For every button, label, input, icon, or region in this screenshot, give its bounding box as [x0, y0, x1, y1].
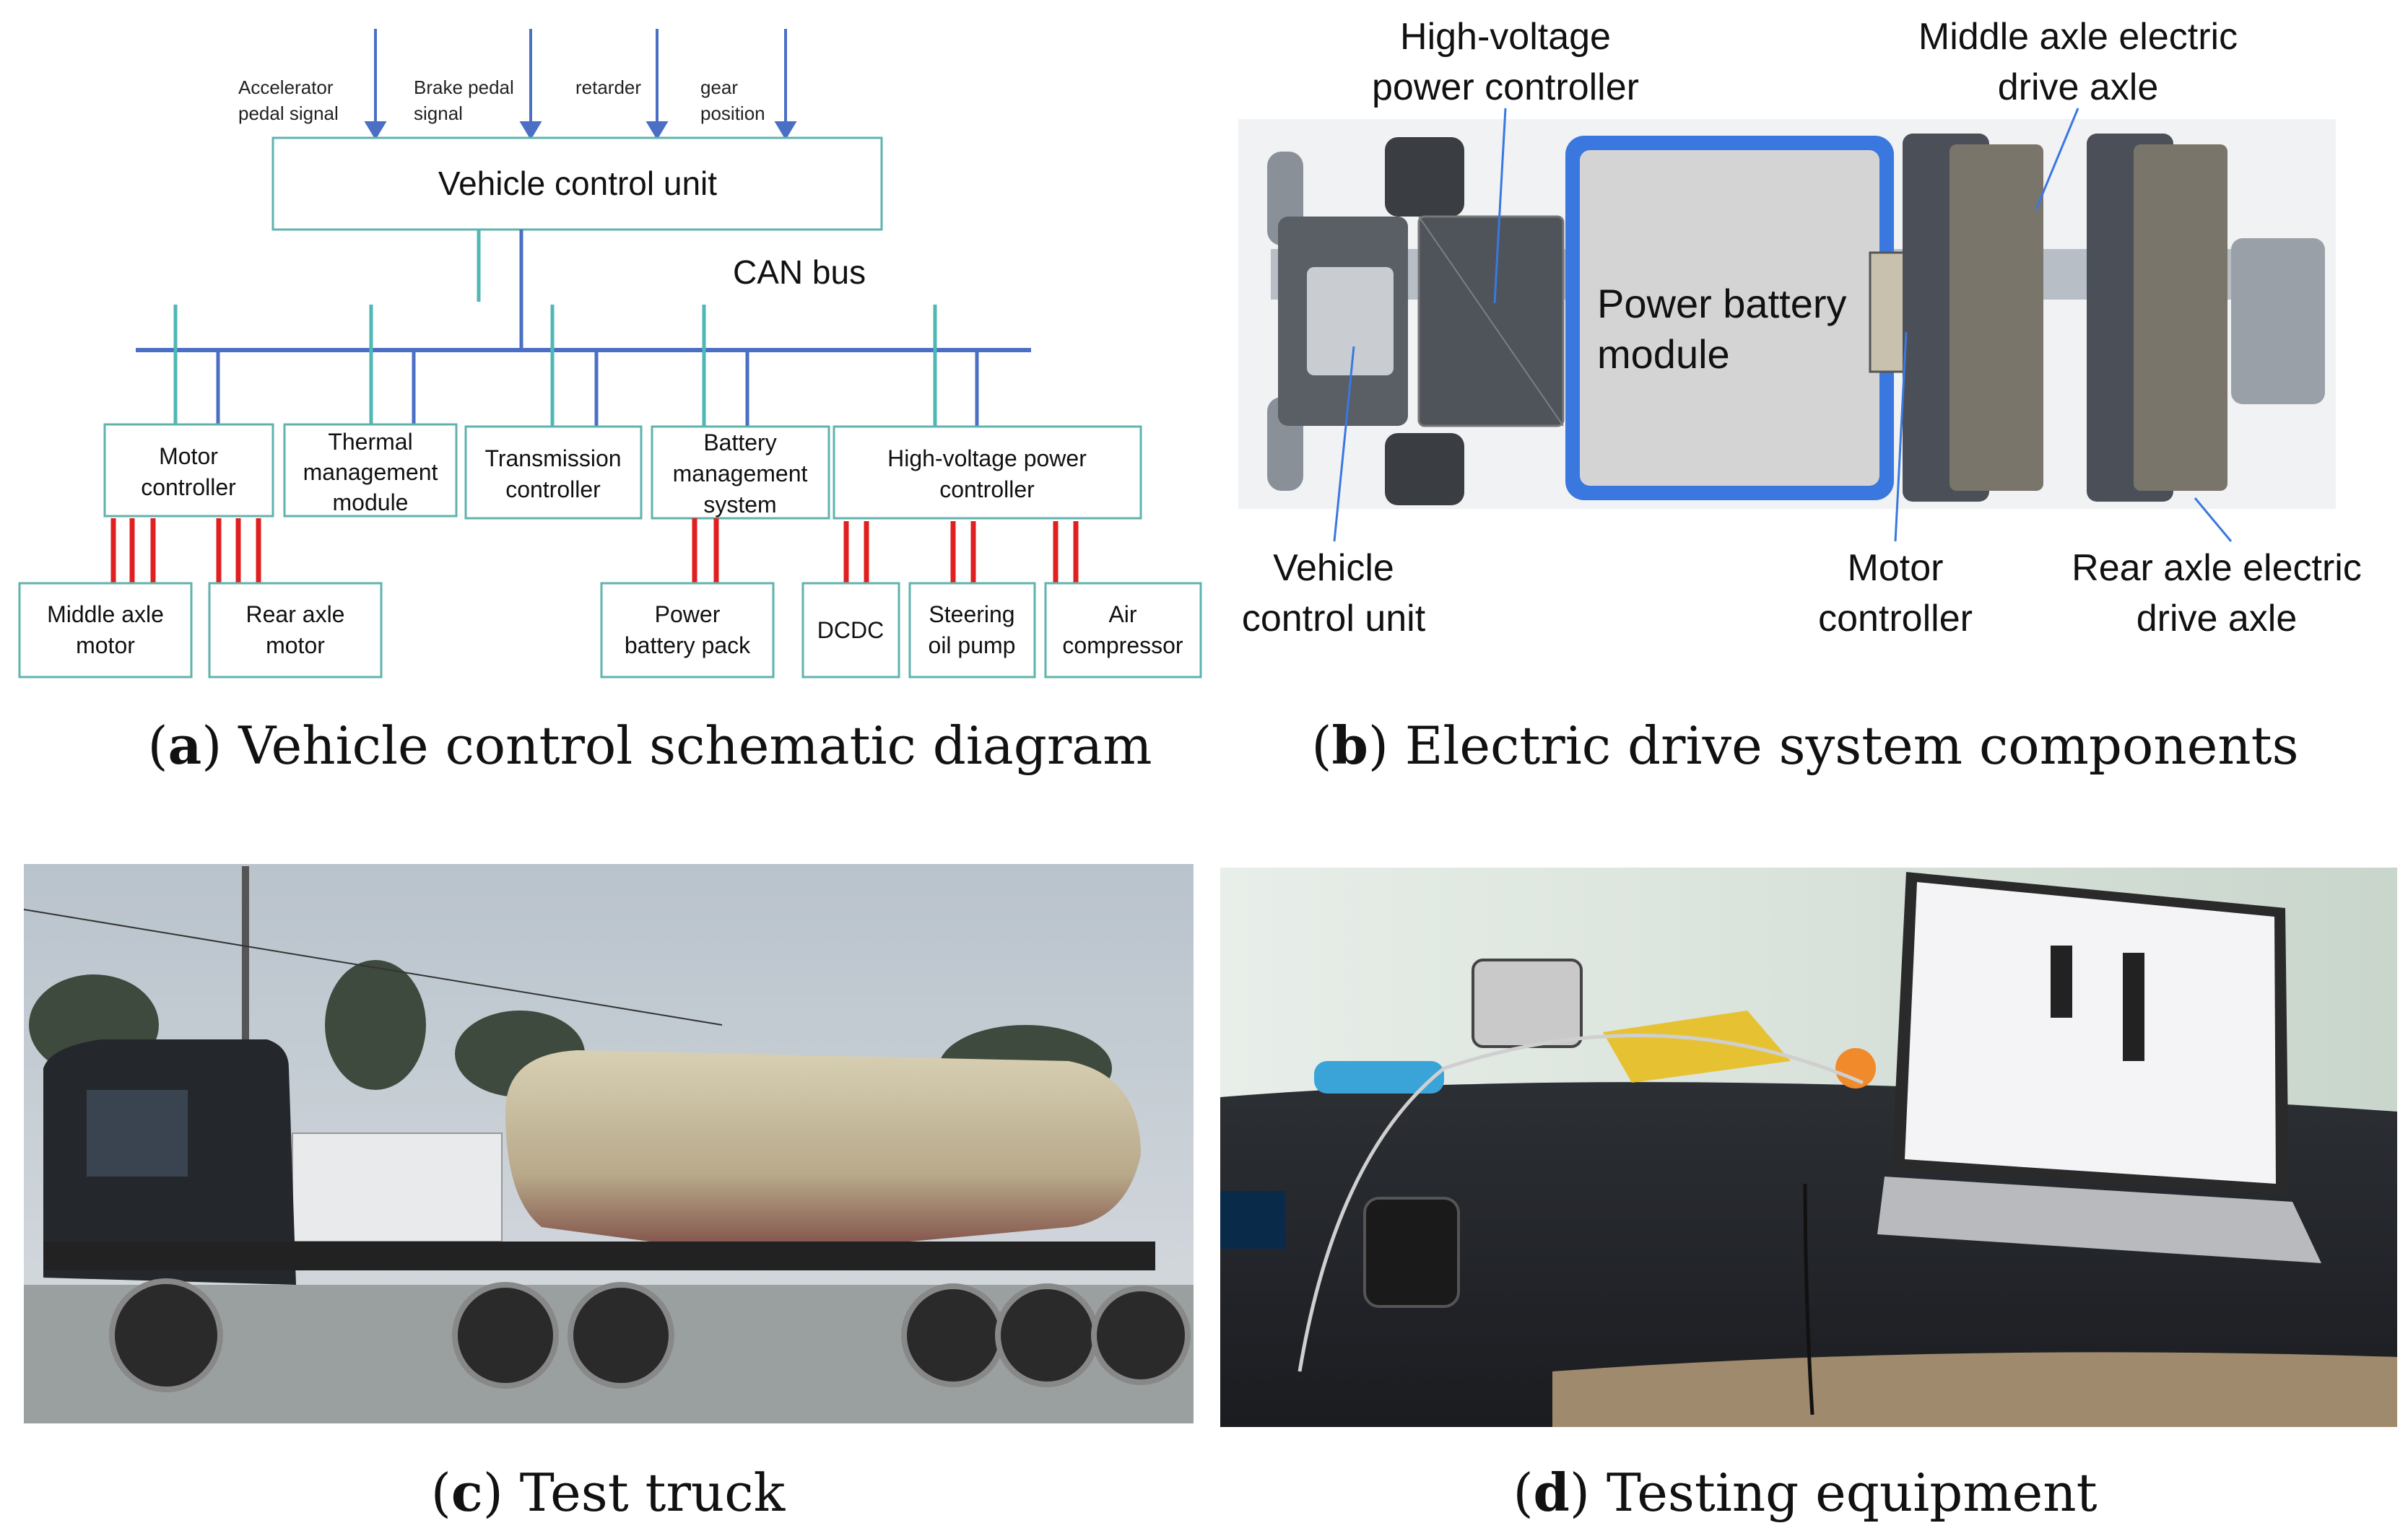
steering-oil-pump-box	[908, 582, 1036, 678]
caption-c: (c) Test truck	[431, 1462, 786, 1523]
laptop-base	[1877, 1177, 2321, 1263]
thermal-module-box	[283, 423, 458, 518]
laptop-screen	[1905, 882, 2276, 1184]
middle-axle-assembly	[1903, 134, 2043, 502]
rear-bumper	[2231, 238, 2325, 404]
caption-d: (d) Testing equipment	[1513, 1462, 2097, 1523]
yellow-tool	[1603, 1011, 1791, 1083]
truck-wheels	[109, 1278, 1191, 1392]
signal-retarder-label: retarder	[575, 77, 641, 98]
rear-axle-motor-box	[208, 582, 383, 678]
panel-d-testing-equipment-photo: (d) Testing equipment	[1220, 868, 2397, 1523]
hv-power-controller-box	[833, 425, 1142, 520]
signal-arrows	[364, 29, 797, 140]
vcu-unit	[1307, 267, 1394, 375]
test-cable-2	[1803, 1183, 1814, 1415]
test-cable-1	[1298, 1034, 1864, 1372]
caption-a: (a) Vehicle control schematic diagram	[147, 715, 1152, 776]
air-vent	[1363, 1197, 1460, 1308]
bms-box	[651, 425, 830, 520]
vcu-label: Vehicle control unit	[438, 165, 717, 202]
leader-lines	[1333, 108, 2233, 542]
utility-pole	[242, 866, 249, 1097]
infotainment-screen	[1220, 1191, 1285, 1249]
vcu-box	[271, 136, 883, 231]
cab-window	[87, 1090, 188, 1177]
dcdc-box	[801, 582, 900, 678]
air-compressor-box	[1044, 582, 1202, 678]
battery-module-body	[1580, 150, 1879, 486]
truck-chassis	[43, 1242, 1155, 1270]
caption-b: (b) Electric drive system components	[1311, 715, 2298, 776]
power-battery-pack-box	[600, 582, 775, 678]
dashboard-trim	[1552, 1352, 2397, 1427]
tanker-trailer	[505, 1050, 1141, 1258]
panel-c-test-truck-photo: (c) Test truck	[23, 864, 1194, 1523]
dcdc-label: DCDC	[817, 617, 884, 643]
screen-window-2	[2123, 953, 2144, 1061]
orange-cap	[1835, 1048, 1876, 1088]
blue-tool	[1314, 1061, 1444, 1094]
front-wheels	[1267, 137, 1464, 505]
motor-controller-box	[103, 423, 274, 518]
data-logger-device	[1472, 959, 1583, 1048]
bus-drops	[173, 305, 979, 427]
can-bus-label: CAN bus	[733, 253, 866, 291]
electrical-cabinet	[292, 1133, 503, 1242]
hv-controller-detail	[1418, 216, 1564, 427]
screen-window-1	[2051, 946, 2072, 1018]
power-lines	[110, 518, 1079, 583]
power-line-wire	[23, 909, 723, 1026]
middle-axle-motor-box	[18, 582, 193, 678]
transmission-controller-box	[464, 425, 643, 520]
rear-axle-assembly	[2087, 134, 2227, 502]
